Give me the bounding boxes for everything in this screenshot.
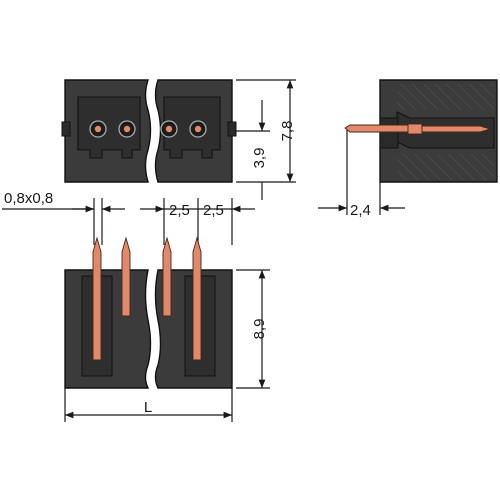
dim-pin-length: 8,9	[236, 269, 270, 389]
label-height-total: 7,8	[279, 121, 296, 142]
dim-length: L	[64, 388, 233, 422]
label-pitch-b: 2,5	[203, 202, 224, 219]
dim-height-total: 7,8	[236, 79, 296, 183]
label-pitch-a: 2,5	[169, 202, 190, 219]
socket-1	[89, 120, 107, 138]
dim-height-half: 3,9	[236, 100, 270, 200]
dim-pin-offset: 2,4	[318, 130, 405, 219]
label-pin-section: 0,8x0,8	[4, 190, 53, 207]
bottom-view	[64, 236, 233, 389]
label-pin-length: 8,9	[251, 319, 268, 340]
dim-pitch: 2,5 2,5	[140, 198, 255, 245]
pin-4	[192, 236, 202, 361]
pin-2	[121, 236, 131, 317]
socket-3	[160, 120, 178, 138]
pin-1	[92, 236, 102, 361]
label-length: L	[144, 399, 152, 416]
label-height-half: 3,9	[251, 148, 268, 169]
front-view	[61, 79, 237, 183]
dim-pin-section: 0,8x0,8	[2, 190, 125, 245]
socket-2	[118, 120, 136, 138]
socket-4	[189, 120, 207, 138]
pin-3	[162, 236, 172, 317]
side-view	[344, 79, 498, 183]
label-pin-offset: 2,4	[350, 202, 371, 219]
